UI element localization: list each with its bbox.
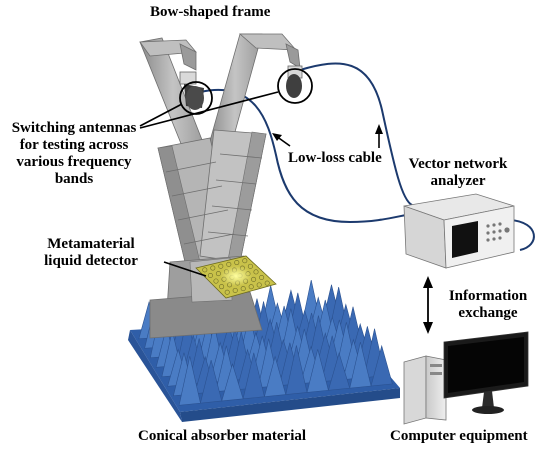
metamaterial-cell xyxy=(219,284,225,290)
bow-frame-label: Bow-shaped frame xyxy=(150,4,271,20)
metamaterial-cell xyxy=(218,263,224,269)
metamaterial-cell xyxy=(264,280,270,286)
absorber-cone xyxy=(178,356,201,406)
switching-line-2: for testing across xyxy=(19,137,129,153)
vna-label: Vector network analyzer xyxy=(398,156,518,190)
metamaterial-cell xyxy=(226,261,232,267)
vector-network-analyzer xyxy=(403,193,515,269)
metamaterial-line-2: liquid detector xyxy=(44,253,138,269)
antenna-left xyxy=(179,71,204,110)
switching-line-4: bands xyxy=(54,171,94,187)
metamaterial-cell xyxy=(242,258,248,264)
absorber-cone xyxy=(285,345,308,395)
absorber-cone xyxy=(349,342,372,389)
metamaterial-cell xyxy=(234,260,240,266)
low-loss-cable-label: Low-loss cable xyxy=(288,150,382,166)
bow-shaped-frame xyxy=(139,33,301,339)
metamaterial-label: Metamaterial liquid detector xyxy=(26,236,156,270)
metamaterial-cell xyxy=(224,289,230,295)
absorber-cone xyxy=(370,344,393,387)
absorber-cone xyxy=(200,359,223,404)
metamaterial-cell xyxy=(253,269,259,275)
computer-equipment-label: Computer equipment xyxy=(390,428,528,444)
metamaterial-cell xyxy=(251,276,257,282)
info-line-1: Information xyxy=(448,288,528,304)
metamaterial-cell xyxy=(202,267,208,273)
low-loss-cable-left xyxy=(199,89,413,224)
metamaterial-cell xyxy=(259,275,265,281)
information-exchange-label: Information exchange xyxy=(432,288,544,322)
absorber-cone xyxy=(264,355,287,398)
metamaterial-cell xyxy=(213,278,219,284)
metamaterial-cell xyxy=(248,284,254,290)
vna-output-cable xyxy=(509,219,535,251)
antenna-right-highlight xyxy=(277,68,313,104)
vna-line-2: analyzer xyxy=(430,173,486,189)
metamaterial-line-1: Metamaterial xyxy=(47,236,135,252)
conical-absorber-label: Conical absorber material xyxy=(138,428,307,444)
metamaterial-cell xyxy=(247,263,253,269)
pointer-lines xyxy=(139,91,279,277)
computer-equipment xyxy=(403,331,529,425)
metamaterial-cell xyxy=(207,272,213,278)
vna-line-1: Vector network xyxy=(408,156,508,172)
switching-antennas-label: Switching antennas for testing across va… xyxy=(0,120,148,188)
switching-line-1: Switching antennas xyxy=(11,120,137,136)
low-loss-cable-arrow-left xyxy=(272,133,291,147)
metamaterial-cell xyxy=(240,286,246,292)
metamaterial-cell xyxy=(210,265,216,271)
metamaterial-cell xyxy=(232,287,238,293)
information-exchange-arrow xyxy=(423,276,433,334)
low-loss-cable-arrow-right xyxy=(375,124,383,148)
absorber-cone xyxy=(306,349,329,393)
low-loss-cable xyxy=(299,62,413,206)
info-line-2: exchange xyxy=(458,305,518,321)
absorber-cone xyxy=(221,362,244,402)
absorber-cone xyxy=(327,352,351,391)
metamaterial-detector xyxy=(195,255,277,299)
metamaterial-cell xyxy=(256,282,262,288)
switching-line-3: various frequency xyxy=(16,154,132,170)
absorber-cone xyxy=(242,352,265,400)
